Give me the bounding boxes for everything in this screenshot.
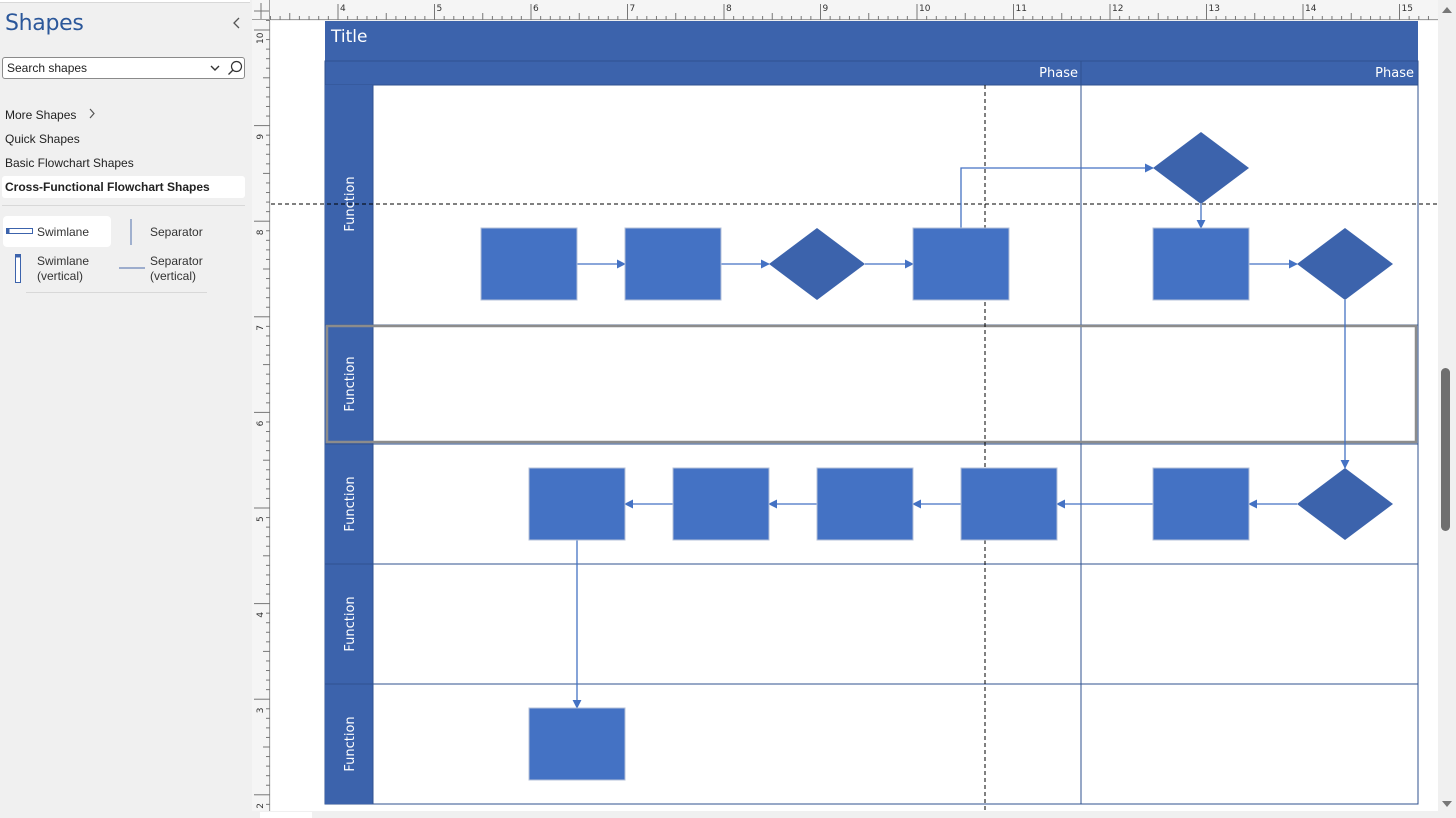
crosshair-icon: [254, 3, 269, 19]
swimlane-vertical-icon: [15, 254, 21, 283]
ruler-ticks: 10 9 8 7 6 5 4 3 2: [254, 20, 270, 809]
svg-text:15: 15: [1402, 4, 1413, 14]
search-box: [2, 57, 245, 79]
vertical-scrollbar[interactable]: [1438, 0, 1456, 818]
svg-text:8: 8: [726, 4, 732, 14]
horizontal-scroll-area: [252, 811, 1438, 818]
svg-text:3: 3: [256, 707, 266, 713]
ruler-origin[interactable]: [252, 0, 270, 20]
svg-text:9: 9: [256, 134, 266, 140]
nav-basic-flowchart-shapes[interactable]: Basic Flowchart Shapes: [2, 152, 245, 174]
process-shape[interactable]: [624, 227, 722, 301]
process-shape[interactable]: [1152, 227, 1250, 301]
search-icon: [228, 60, 243, 75]
scroll-up-arrow-icon[interactable]: [1442, 7, 1452, 13]
stencil-separator[interactable]: Separator: [120, 216, 220, 247]
stencil-swimlane[interactable]: Swimlane: [3, 216, 111, 247]
svg-text:10: 10: [256, 32, 266, 44]
nav-label: Basic Flowchart Shapes: [5, 156, 134, 170]
collapse-panel-button[interactable]: [229, 14, 245, 32]
diagram-title: Title: [330, 27, 367, 47]
process-shape[interactable]: [480, 227, 578, 301]
panel-title: Shapes: [5, 11, 84, 36]
search-dropdown-button[interactable]: [209, 60, 221, 76]
process-shape[interactable]: [912, 227, 1010, 301]
chevron-right-icon: [88, 104, 96, 126]
nav-label: Cross-Functional Flowchart Shapes: [5, 180, 210, 194]
svg-text:10: 10: [919, 4, 931, 14]
stencil-label: Swimlane(vertical): [37, 254, 90, 283]
nav-more-shapes[interactable]: More Shapes: [2, 104, 245, 126]
stencil-label: Separator(vertical): [150, 254, 203, 283]
panel-top-edge: [0, 0, 250, 3]
nav-label: Quick Shapes: [5, 132, 80, 146]
svg-text:7: 7: [256, 325, 266, 331]
stencil-separator-vertical[interactable]: Separator(vertical): [116, 252, 216, 286]
decision-shape[interactable]: [1297, 468, 1393, 540]
divider: [2, 205, 245, 206]
decision-shape[interactable]: [1297, 228, 1393, 300]
page-tab-strip[interactable]: [260, 812, 312, 818]
svg-text:13: 13: [1209, 4, 1220, 14]
svg-text:14: 14: [1305, 4, 1317, 14]
connectors[interactable]: [572, 163, 1350, 709]
process-shape[interactable]: [672, 467, 770, 541]
nav-cross-functional-flowchart-shapes[interactable]: Cross-Functional Flowchart Shapes: [2, 176, 245, 198]
vertical-ruler[interactable]: 10 9 8 7 6 5 4 3 2: [252, 20, 270, 812]
phase-header[interactable]: Phase Phase: [324, 60, 1419, 86]
svg-text:4: 4: [256, 612, 266, 618]
chevron-down-icon: [210, 65, 220, 71]
phase-label-1: Phase: [1039, 66, 1078, 81]
drawing-canvas[interactable]: Title Phase Phase: [271, 21, 1438, 811]
search-button[interactable]: [226, 59, 244, 77]
scrollbar-thumb[interactable]: [1441, 368, 1450, 531]
stencil-swimlane-vertical[interactable]: Swimlane(vertical): [3, 252, 111, 286]
svg-text:5: 5: [437, 4, 443, 14]
ruler-ticks: 4 5 6 7 8 9 10 11 12 13 14 15: [269, 4, 1429, 20]
cross-functional-flowchart: Title Phase Phase: [271, 21, 1438, 811]
nav-label: More Shapes: [5, 108, 77, 122]
separator-icon: [130, 219, 132, 245]
separator-vertical-icon: [119, 267, 145, 269]
title-bar[interactable]: Title: [325, 21, 1418, 61]
search-input[interactable]: [7, 60, 202, 76]
shapes-panel: Shapes More Shapes: [0, 0, 250, 818]
process-shape[interactable]: [816, 467, 914, 541]
svg-text:5: 5: [256, 516, 266, 522]
stencil-label: Swimlane: [37, 225, 90, 239]
phase-label-2: Phase: [1375, 66, 1414, 81]
scroll-down-arrow-icon[interactable]: [1442, 801, 1452, 807]
swimlane-icon: [6, 228, 33, 234]
function-label-3: Function: [343, 476, 358, 531]
svg-text:7: 7: [630, 4, 636, 14]
svg-text:6: 6: [533, 4, 539, 14]
process-shape[interactable]: [528, 707, 626, 781]
selection-outline: [325, 324, 1418, 444]
function-label-4: Function: [343, 596, 358, 651]
function-label-2: Function: [343, 356, 358, 411]
swimlanes[interactable]: [324, 84, 1419, 805]
svg-text:11: 11: [1016, 4, 1027, 14]
svg-text:8: 8: [256, 229, 266, 235]
process-shape[interactable]: [1152, 467, 1250, 541]
function-label-5: Function: [343, 716, 358, 771]
divider: [26, 292, 207, 293]
decision-shape[interactable]: [1153, 132, 1249, 204]
stencil-label: Separator: [150, 225, 203, 239]
svg-text:6: 6: [256, 420, 266, 426]
svg-text:4: 4: [340, 4, 346, 14]
horizontal-ruler[interactable]: 4 5 6 7 8 9 10 11 12 13 14 15: [252, 0, 1438, 20]
svg-text:12: 12: [1112, 4, 1123, 14]
decision-shape[interactable]: [769, 228, 865, 300]
process-shape[interactable]: [528, 467, 626, 541]
svg-text:9: 9: [823, 4, 829, 14]
process-shape[interactable]: [960, 467, 1058, 541]
svg-text:2: 2: [256, 803, 266, 809]
nav-quick-shapes[interactable]: Quick Shapes: [2, 128, 245, 150]
chevron-left-icon: [233, 17, 240, 29]
